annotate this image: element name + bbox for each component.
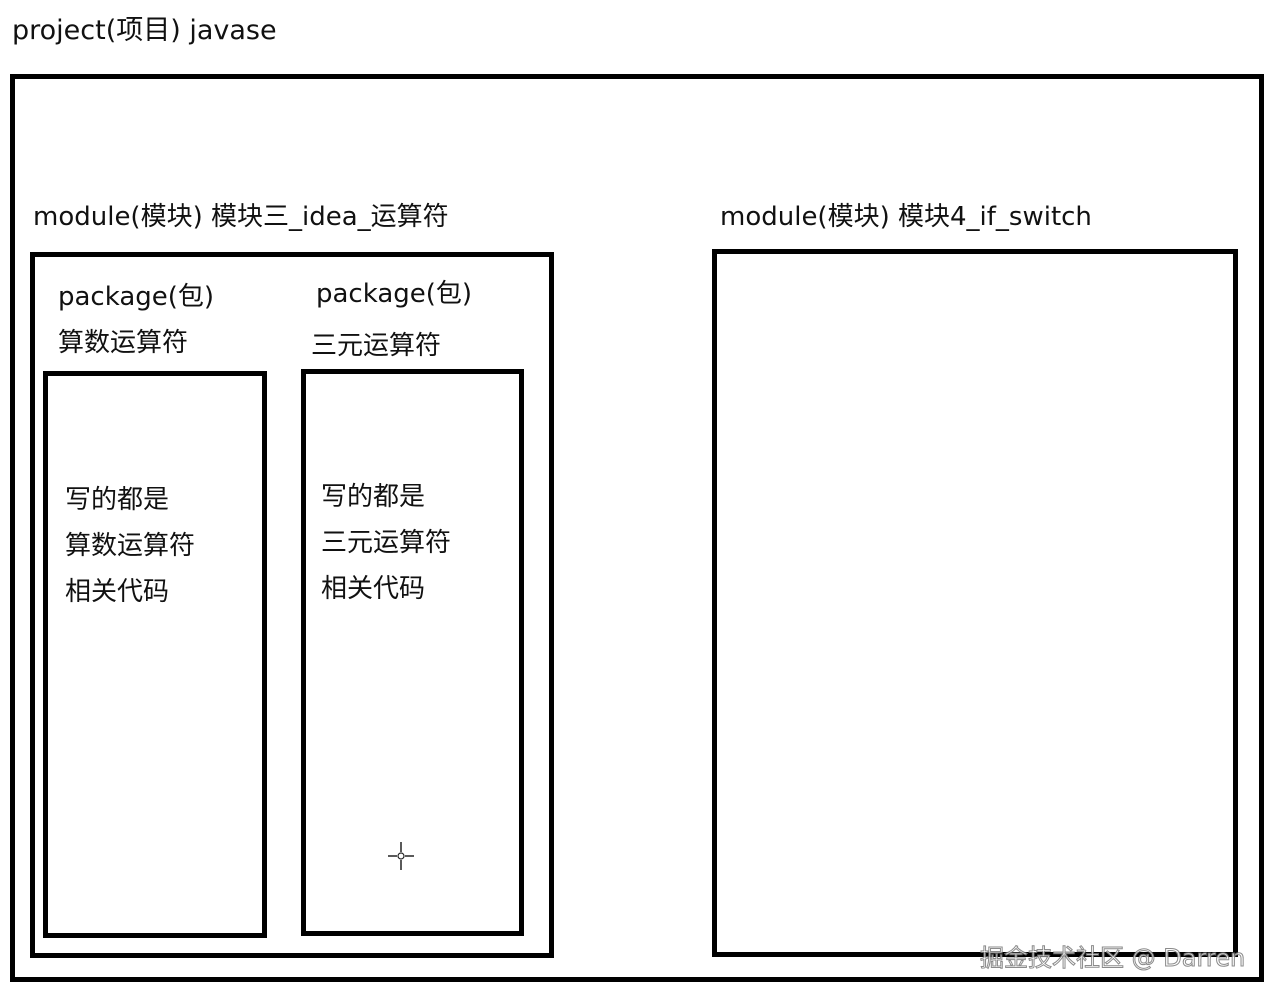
- project-box: [10, 74, 1264, 982]
- description-line: 相关代码: [65, 577, 170, 607]
- watermark: 掘金技术社区 @ Darren: [979, 944, 1246, 973]
- package-box-1: [43, 371, 267, 938]
- description-line: 三元运算符: [321, 528, 452, 558]
- description-line: 相关代码: [321, 574, 426, 604]
- package-description-1: 写的都是 算数运算符 相关代码: [65, 477, 195, 615]
- project-title: project(项目) javase: [12, 15, 277, 46]
- package-label-2: package(包): [316, 279, 473, 309]
- package-name-1: 算数运算符: [58, 328, 189, 358]
- package-label-1: package(包): [58, 282, 215, 312]
- package-box-2: [301, 369, 524, 936]
- description-line: 写的都是: [321, 482, 426, 512]
- module-label-1: module(模块) 模块三_idea_运算符: [33, 202, 449, 232]
- package-name-2: 三元运算符: [311, 331, 442, 361]
- module-box-2: [712, 249, 1238, 957]
- crosshair-cursor-icon: [388, 842, 414, 870]
- module-box-1: [30, 252, 554, 958]
- description-line: 写的都是: [65, 485, 170, 515]
- package-description-2: 写的都是 三元运算符 相关代码: [321, 474, 451, 612]
- description-line: 算数运算符: [65, 531, 196, 561]
- module-label-2: module(模块) 模块4_if_switch: [720, 202, 1092, 232]
